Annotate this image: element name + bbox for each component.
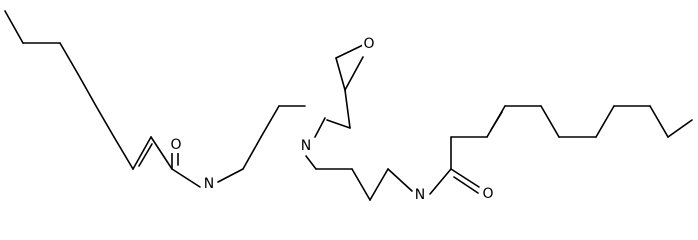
double-bond-line-outer <box>132 136 152 170</box>
bond <box>595 105 615 138</box>
amide-bond <box>171 168 201 188</box>
bond <box>113 136 134 170</box>
epoxide-bond <box>344 56 364 91</box>
epoxide-bond <box>335 57 346 91</box>
bond <box>314 117 326 138</box>
amide-nitrogen-left-label: N <box>204 176 214 192</box>
carbonyl-oxygen-left-label: O <box>170 137 181 153</box>
bond <box>649 105 669 138</box>
bond <box>4 10 24 44</box>
bond <box>150 136 173 170</box>
bond <box>305 155 317 170</box>
bond <box>77 73 97 107</box>
bond <box>369 168 389 201</box>
amide-bond <box>429 168 452 195</box>
left-acyl-chain <box>4 10 201 188</box>
carbonyl-oxygen-right-label: O <box>482 186 493 202</box>
carbonyl-bond-double <box>453 176 479 194</box>
bond <box>59 42 79 75</box>
bond <box>667 119 693 138</box>
molecule-diagram: N N N O O O <box>4 10 693 203</box>
right-acyl-chain <box>429 105 693 195</box>
molecule-svg: N N N O O O <box>4 10 693 203</box>
double-bond-line-inner <box>490 111 503 131</box>
glycidyl-arm <box>314 44 364 138</box>
amide-nitrogen-right-label: N <box>415 187 425 203</box>
double-bond-line-inner <box>138 143 153 167</box>
right-propyl-linker <box>305 155 413 201</box>
bond <box>351 168 371 201</box>
bond <box>540 105 560 138</box>
epoxide-bond <box>335 44 364 59</box>
bond <box>326 119 351 129</box>
amine-nitrogen-label: N <box>301 138 311 154</box>
bond <box>387 168 413 192</box>
bond <box>242 136 262 170</box>
carbonyl-bond <box>450 168 480 188</box>
epoxide-oxygen-label: O <box>363 36 374 52</box>
left-propyl-linker <box>217 105 306 183</box>
bond <box>344 89 351 129</box>
bond <box>217 168 244 183</box>
atom-labels: N N N O O O <box>169 36 495 203</box>
bond <box>95 105 115 138</box>
bond <box>260 105 280 138</box>
